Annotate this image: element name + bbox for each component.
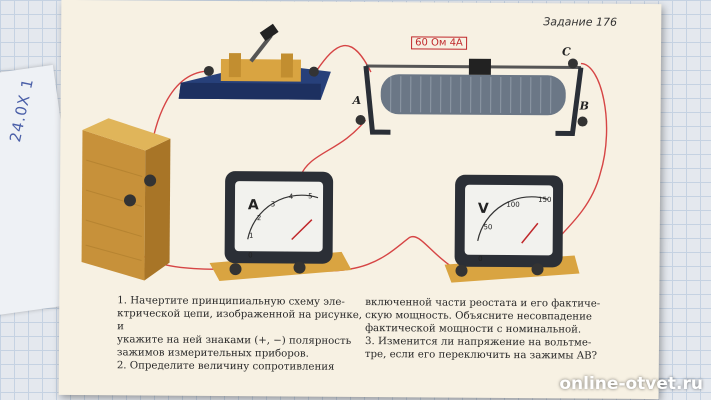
- instructions-left-column: 1. Начертите принципиальную схему эле- к…: [117, 294, 363, 374]
- meter-scale-label: 0: [478, 255, 483, 263]
- rheostat-rating-label: 60 Ом 4А: [411, 36, 467, 50]
- voltmeter-scale: 0 50 100 150: [478, 196, 551, 263]
- meter-scale-label: 5: [308, 192, 313, 200]
- ammeter-scale: 0 1 2 3 4 5: [248, 192, 313, 259]
- task-number-label: Задание 176: [543, 15, 618, 29]
- terminal-label-c: C: [561, 45, 571, 59]
- task-card: A V 0 1 2 3 4 5 0 50 100 150 Задание 176 60 Ом 4…: [58, 0, 662, 400]
- instructions-right-column: включенной части реостата и его фактиче-…: [365, 296, 650, 363]
- ammeter: [209, 171, 352, 282]
- meter-scale-label: 0: [248, 251, 253, 259]
- terminal-label-b: B: [579, 99, 590, 113]
- voltmeter: [444, 174, 580, 283]
- meter-scale-label: 3: [271, 200, 276, 208]
- circuit-illustration: A V 0 1 2 3 4 5 0 50 100 150: [81, 23, 608, 283]
- ammeter-symbol: A: [248, 197, 259, 213]
- knife-switch: [178, 23, 331, 100]
- battery-box: [81, 118, 171, 281]
- instruction-line: 2. Определите величину сопротивления: [116, 360, 335, 373]
- wire-switch-rheostat: [315, 44, 372, 73]
- terminal-label-a: A: [352, 93, 362, 108]
- meter-scale-label: 2: [257, 214, 262, 222]
- meter-scale-label: 1: [249, 232, 254, 240]
- instruction-line: тре, если его переключить на зажимы AB?: [364, 349, 598, 362]
- meter-scale-label: 4: [289, 193, 294, 201]
- meter-scale-label: 100: [506, 201, 519, 209]
- instruction-line: ктрической цепи, изображенной на рисунке…: [117, 308, 363, 333]
- meter-scale-label: 150: [538, 196, 551, 204]
- meter-scale-label: 50: [483, 223, 492, 231]
- voltmeter-symbol: V: [478, 201, 489, 217]
- watermark: online-otvet.ru: [559, 374, 703, 394]
- rheostat: [355, 58, 588, 136]
